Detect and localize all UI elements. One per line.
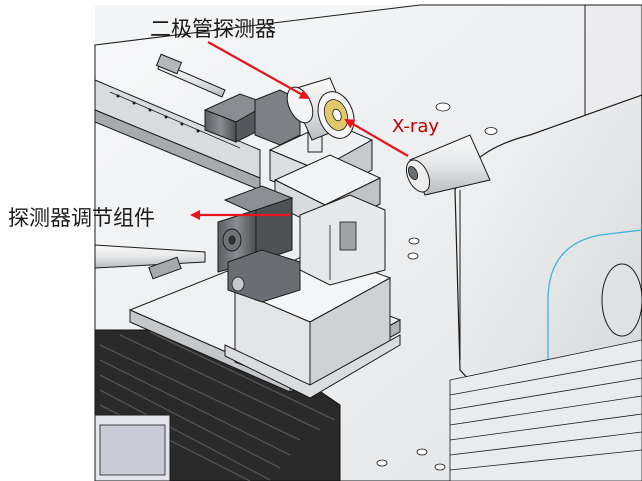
xray-label: X-ray	[392, 116, 440, 137]
diode-detector-arrow	[207, 41, 310, 99]
xray-beam-arrow	[344, 118, 409, 157]
annotation-arrows	[190, 41, 409, 220]
sensor-rods	[94, 53, 226, 280]
xray-source-housing	[405, 4, 642, 481]
diode-detector-label: 二极管探测器	[150, 17, 276, 41]
detector-adjust-assembly-model	[203, 89, 386, 303]
detector-adjust-assembly-label: 探测器调节组件	[8, 206, 155, 230]
